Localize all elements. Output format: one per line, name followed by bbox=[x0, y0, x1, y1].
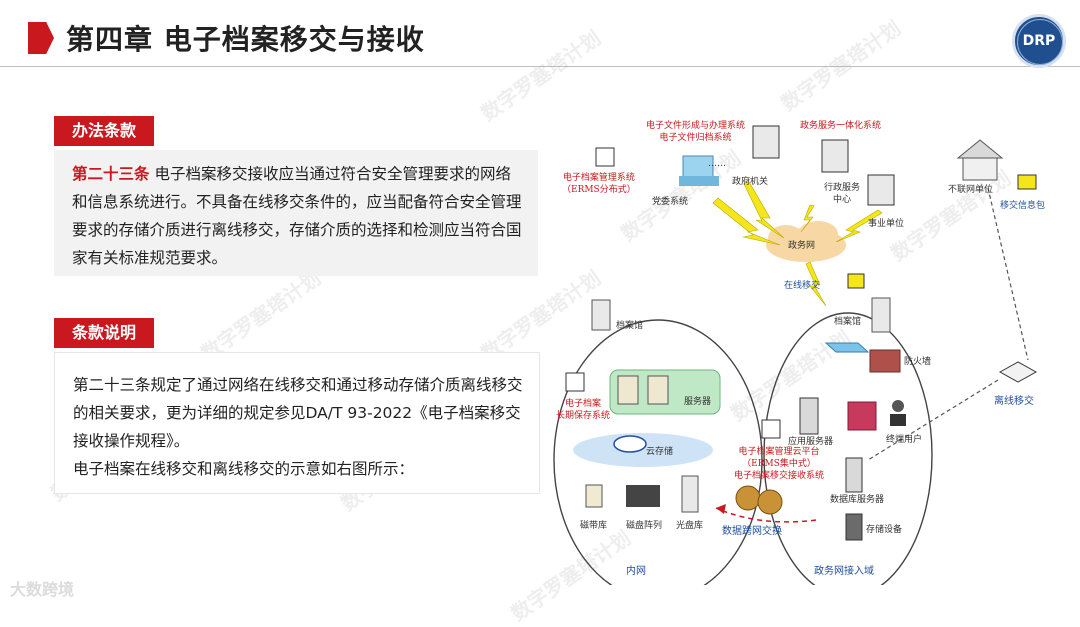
gov-org-label: 政府机关 bbox=[732, 177, 769, 187]
erms-cloud-label: 电子档案管理云平台 （ERMS集中式） 电子档案移交接收系统 bbox=[734, 447, 825, 481]
transfer-diagram: 电子文件形成与办理系统 电子文件归档系统 政务服务一体化系统 电子档案管理系统 … bbox=[548, 80, 1068, 585]
offline-to-archive-line bbox=[867, 379, 999, 461]
explanation-tag: 条款说明 bbox=[54, 318, 155, 348]
watermark: 数字罗塞塔计划 bbox=[196, 265, 326, 366]
erms-icon-right bbox=[761, 419, 781, 439]
explanation-para2: 电子档案在线移交和离线移交的示意如右图所示： bbox=[73, 460, 415, 478]
db-server-icon bbox=[845, 457, 863, 493]
terminal-label: 终端用户 bbox=[886, 435, 923, 445]
package-online-icon bbox=[847, 273, 865, 289]
cross-net-label: 数据跨网交换 bbox=[722, 526, 782, 537]
header: 第四章 电子档案移交与接收 DRP bbox=[0, 0, 1080, 78]
online-label: 在线移交 bbox=[784, 281, 821, 291]
offline-label: 离线移交 bbox=[994, 396, 1034, 407]
erms-icon-left bbox=[565, 372, 585, 392]
corner-watermark: 大数跨境 bbox=[10, 580, 75, 599]
gov-access-label: 政务网接入域 bbox=[814, 566, 874, 577]
logo: DRP bbox=[1012, 14, 1066, 68]
archive-building-icon bbox=[871, 297, 891, 333]
gov-net-label: 政务网 bbox=[788, 241, 816, 251]
long-term-label: 电子档案 长期保存系统 bbox=[556, 399, 611, 421]
clause-text: 第二十三条 电子档案移交接收应当通过符合安全管理要求的网络和信息系统进行。不具备… bbox=[72, 160, 524, 272]
admin-center-label: 行政服务 中心 bbox=[824, 183, 861, 205]
offline-unit-label: 不联网单位 bbox=[948, 185, 994, 195]
transfer-pkg-label: 移交信息包 bbox=[1000, 201, 1046, 211]
optical-label: 光盘库 bbox=[676, 521, 704, 531]
raid-icon bbox=[626, 485, 660, 507]
cross-net-arrow bbox=[715, 507, 817, 523]
page-title: 第四章 电子档案移交与接收 bbox=[66, 23, 425, 56]
house-icon bbox=[956, 139, 1004, 181]
erms-dist-label: 电子档案管理系统 （ERMS分布式） bbox=[562, 173, 636, 195]
tape-label: 磁带库 bbox=[580, 521, 608, 531]
tape-icon bbox=[585, 484, 603, 508]
archive-right-label: 档案馆 bbox=[834, 317, 862, 327]
clause-tag: 办法条款 bbox=[54, 116, 155, 146]
storage-icon bbox=[845, 513, 863, 541]
app-server-icon bbox=[799, 397, 819, 435]
removable-disk-icon bbox=[998, 361, 1038, 383]
explanation-text: 第二十三条规定了通过网络在线移交和通过移动存储介质离线移交的相关要求，更为详细的… bbox=[73, 371, 525, 483]
public-unit-label: 事业单位 bbox=[868, 219, 905, 229]
server-icons bbox=[679, 125, 895, 206]
article-number: 第二十三条 bbox=[72, 165, 150, 183]
user-icon bbox=[892, 400, 904, 412]
cloud-storage-icon bbox=[573, 433, 713, 467]
party-system-label: 党委系统 bbox=[652, 197, 689, 207]
router-icon bbox=[847, 401, 877, 431]
doc-system-label: 电子文件形成与办理系统 电子文件归档系统 bbox=[646, 121, 746, 143]
offline-dashed-line bbox=[987, 187, 1029, 361]
gov-access-ellipse bbox=[763, 312, 933, 585]
clause-panel: 第二十三条 电子档案移交接收应当通过符合安全管理要求的网络和信息系统进行。不具备… bbox=[54, 150, 538, 276]
lightning-icons bbox=[712, 179, 883, 307]
erms-icon bbox=[595, 147, 615, 167]
intranet-ellipse bbox=[553, 319, 763, 585]
firewall-icon bbox=[869, 349, 901, 373]
intranet-label: 内网 bbox=[626, 566, 646, 577]
archive-left-label: 档案馆 bbox=[616, 321, 644, 331]
firewall-label: 防火墙 bbox=[904, 357, 932, 367]
dots-label: …… bbox=[708, 159, 726, 169]
raid-label: 磁盘阵列 bbox=[626, 521, 663, 531]
optical-icon bbox=[681, 475, 699, 513]
server-label: 服务器 bbox=[684, 397, 712, 407]
disc-icon bbox=[735, 485, 761, 511]
switch-icon bbox=[824, 342, 870, 353]
db-server-label: 数据库服务器 bbox=[830, 495, 885, 505]
package-icon bbox=[1017, 174, 1037, 190]
title-flag-icon bbox=[28, 22, 54, 54]
clause-body: 电子档案移交接收应当通过符合安全管理要求的网络和信息系统进行。不具备在线移交条件… bbox=[72, 165, 522, 267]
app-server-label: 应用服务器 bbox=[788, 437, 834, 447]
header-divider bbox=[0, 66, 1080, 67]
storage-label: 存储设备 bbox=[866, 525, 903, 535]
gov-service-label: 政务服务一体化系统 bbox=[800, 121, 882, 131]
cloud-storage-label: 云存储 bbox=[646, 447, 674, 457]
archive-building-left-icon bbox=[591, 299, 611, 331]
explanation-panel: 第二十三条规定了通过网络在线移交和通过移动存储介质离线移交的相关要求，更为详细的… bbox=[54, 352, 540, 494]
explanation-para1: 第二十三条规定了通过网络在线移交和通过移动存储介质离线移交的相关要求，更为详细的… bbox=[73, 376, 523, 450]
diagram-graphics bbox=[553, 125, 1038, 585]
